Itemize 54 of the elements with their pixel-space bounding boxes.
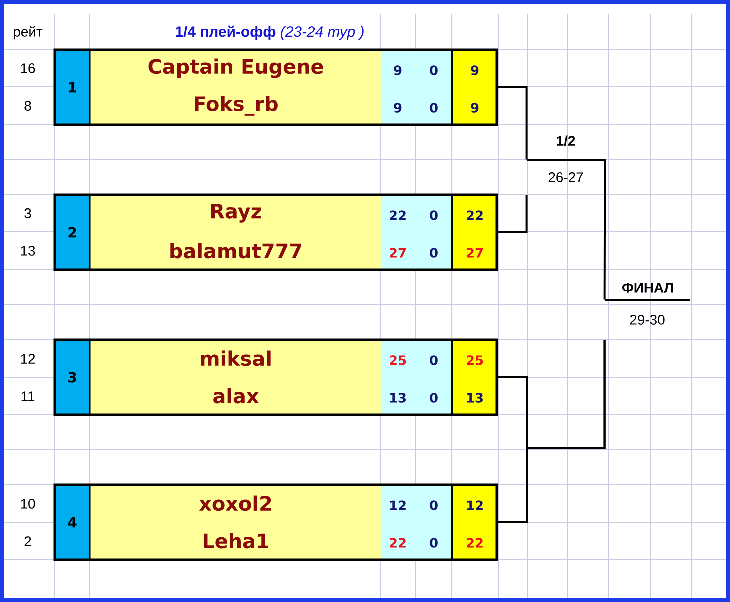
- score: 0: [430, 356, 438, 366]
- score: 9: [471, 103, 479, 113]
- score: 22: [467, 538, 483, 548]
- rating-number: 2: [24, 536, 32, 546]
- round-box: 29-30: [605, 299, 690, 325]
- score: 22: [390, 210, 406, 220]
- score: 0: [430, 66, 438, 76]
- bracket-line: [498, 340, 606, 524]
- score: 13: [467, 393, 483, 403]
- score: 9: [471, 66, 479, 76]
- score: 0: [430, 393, 438, 403]
- player-name: alax: [214, 388, 259, 404]
- rating-number: 8: [24, 101, 32, 111]
- player-name: Foks_rb: [195, 96, 278, 116]
- score: 12: [390, 500, 406, 510]
- rating-number: 3: [24, 208, 32, 218]
- round-heading: 1/2: [557, 136, 576, 146]
- bracket-line: [604, 160, 606, 300]
- rating-number: 12: [21, 354, 36, 364]
- bracket-line: [498, 86, 528, 160]
- player-name: xoxol2: [199, 496, 272, 512]
- score: 25: [467, 356, 484, 366]
- bracket-line: [498, 195, 528, 234]
- rating-number: 10: [21, 499, 36, 509]
- round-box: 26-27: [527, 159, 606, 182]
- player-name: Rayz: [211, 204, 262, 223]
- title: 1/4 плей-офф (23-24 тур ): [176, 26, 364, 40]
- match-number: 3: [68, 372, 76, 383]
- score: 27: [467, 248, 483, 258]
- match-number: 2: [68, 227, 76, 238]
- rating-number: 11: [22, 392, 35, 402]
- score: 0: [430, 210, 438, 220]
- score: 9: [394, 66, 402, 76]
- rating-number: 13: [21, 246, 36, 256]
- score: 12: [467, 500, 483, 510]
- match-number: 4: [68, 517, 77, 528]
- round-heading: ФИНАЛ: [622, 283, 674, 293]
- score: 27: [390, 248, 406, 258]
- player-name: balamut777: [170, 243, 302, 259]
- score: 22: [467, 210, 483, 220]
- score: 9: [394, 103, 402, 113]
- score: 0: [430, 500, 438, 510]
- column-header: рейт: [14, 26, 43, 40]
- match-number: 1: [69, 82, 76, 93]
- rating-number: 16: [21, 64, 36, 74]
- score: 13: [390, 393, 406, 403]
- player-name: miksal: [201, 350, 271, 366]
- player-name: Captain Eugene: [148, 58, 324, 78]
- score: 0: [430, 103, 438, 113]
- score: 0: [430, 538, 438, 548]
- score: 22: [390, 538, 406, 548]
- score: 25: [390, 356, 406, 366]
- score: 0: [430, 248, 438, 258]
- player-name: Leha1: [204, 533, 268, 549]
